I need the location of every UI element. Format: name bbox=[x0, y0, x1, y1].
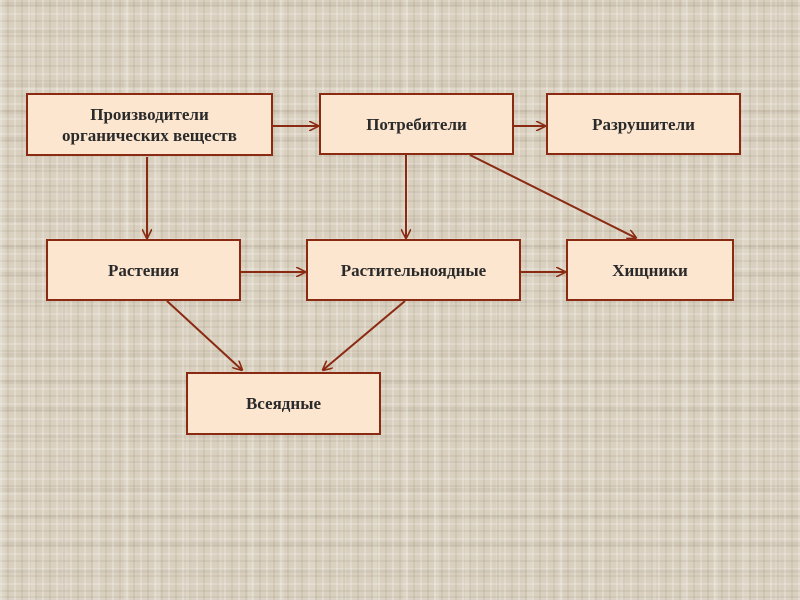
arrow-consumers-to-predators bbox=[469, 154, 636, 238]
node-predators: Хищники bbox=[566, 239, 734, 301]
node-producers: Производители органических веществ bbox=[26, 93, 273, 156]
arrow-plants-to-omnivores bbox=[166, 300, 242, 370]
node-plants: Растения bbox=[46, 239, 241, 301]
node-herbivores: Растительноядные bbox=[306, 239, 521, 301]
node-consumers: Потребители bbox=[319, 93, 514, 155]
node-omnivores: Всеядные bbox=[186, 372, 381, 435]
node-decomposers: Разрушители bbox=[546, 93, 741, 155]
arrow-herbivores-to-omnivores bbox=[323, 300, 406, 370]
